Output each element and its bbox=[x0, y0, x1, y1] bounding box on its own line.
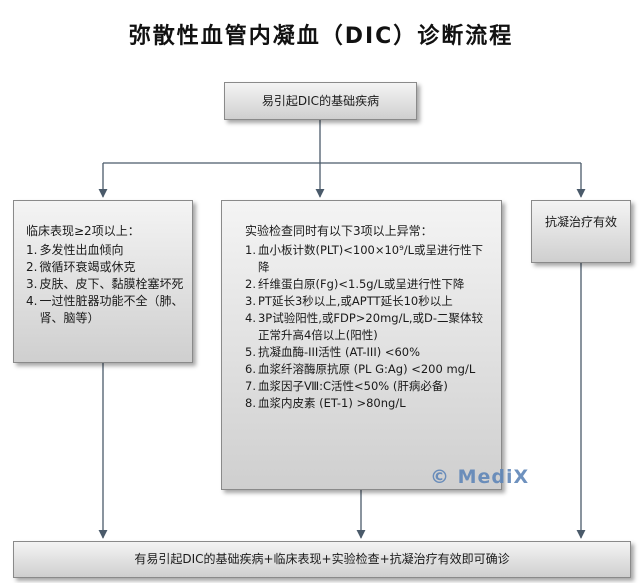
item-number: 5. bbox=[245, 345, 256, 359]
item-text: 微循环衰竭或休克 bbox=[39, 260, 136, 274]
clinical-heading: 临床表现≥2项以上： bbox=[26, 224, 140, 238]
list-item: 4.3P试验阳性,或FDP>20mg/L,或D-二聚体较正常升高4倍以上(阳性) bbox=[245, 310, 493, 344]
item-text: 皮肤、皮下、黏膜栓塞坏死 bbox=[39, 277, 184, 291]
box-diagnosis-confirmed: 有易引起DIC的基础疾病+临床表现+实验检查+抗凝治疗有效即可确诊 bbox=[13, 541, 631, 578]
item-number: 6. bbox=[245, 362, 256, 376]
list-item: 7.血浆因子Ⅷ:C活性<50% (肝病必备) bbox=[245, 378, 493, 395]
medix-watermark: © MediX bbox=[430, 466, 530, 488]
list-item: 3.PT延长3秒以上,或APTT延长10秒以上 bbox=[245, 293, 493, 310]
item-number: 3. bbox=[26, 277, 38, 291]
item-text: 多发性出血倾向 bbox=[39, 243, 124, 257]
list-item: 3.皮肤、皮下、黏膜栓塞坏死 bbox=[26, 276, 184, 293]
item-number: 8. bbox=[245, 396, 256, 410]
item-text: 血浆纤溶酶原抗原 (PL G:Ag) <200 mg/L bbox=[257, 362, 476, 376]
box-underlying-disease: 易引起DIC的基础疾病 bbox=[224, 82, 417, 120]
item-number: 3. bbox=[245, 294, 256, 308]
item-number: 1. bbox=[245, 243, 256, 257]
box-lab-tests: 实验检查同时有以下3项以上异常： 1.血小板计数(PLT)<100×10⁹/L或… bbox=[221, 200, 502, 490]
box-anticoagulant-effective-label: 抗凝治疗有效 bbox=[544, 215, 617, 229]
item-text: PT延长3秒以上,或APTT延长10秒以上 bbox=[257, 294, 453, 308]
list-item: 1.多发性出血倾向 bbox=[26, 242, 184, 259]
item-number: 7. bbox=[245, 379, 256, 393]
box-clinical-manifestations: 临床表现≥2项以上： 1.多发性出血倾向 2.微循环衰竭或休克 3.皮肤、皮下、… bbox=[13, 200, 193, 363]
item-number: 4. bbox=[26, 294, 38, 308]
list-item: 1.血小板计数(PLT)<100×10⁹/L或呈进行性下降 bbox=[245, 242, 493, 276]
list-item: 8.血浆内皮素 (ET-1) >80ng/L bbox=[245, 395, 493, 412]
page-title: 弥散性血管内凝血（DIC）诊断流程 bbox=[128, 24, 514, 49]
clinical-list: 1.多发性出血倾向 2.微循环衰竭或休克 3.皮肤、皮下、黏膜栓塞坏死 4.一过… bbox=[26, 242, 184, 327]
item-text: 血浆因子Ⅷ:C活性<50% (肝病必备) bbox=[257, 379, 448, 393]
item-text: 血小板计数(PLT)<100×10⁹/L或呈进行性下降 bbox=[257, 243, 483, 274]
item-number: 2. bbox=[245, 277, 256, 291]
box-diagnosis-confirmed-label: 有易引起DIC的基础疾病+临床表现+实验检查+抗凝治疗有效即可确诊 bbox=[134, 552, 510, 566]
item-number: 2. bbox=[26, 260, 38, 274]
lab-heading: 实验检查同时有以下3项以上异常： bbox=[245, 224, 433, 238]
list-item: 4.一过性脏器功能不全（肺、肾、脑等） bbox=[26, 293, 184, 327]
item-number: 4. bbox=[245, 311, 256, 325]
list-item: 5.抗凝血酶-III活性 (AT-III) <60% bbox=[245, 344, 493, 361]
item-text: 一过性脏器功能不全（肺、肾、脑等） bbox=[39, 294, 184, 325]
box-underlying-disease-label: 易引起DIC的基础疾病 bbox=[261, 94, 380, 108]
item-text: 纤维蛋白原(Fg)<1.5g/L或呈进行性下降 bbox=[257, 277, 465, 291]
item-text: 血浆内皮素 (ET-1) >80ng/L bbox=[257, 396, 406, 410]
item-text: 抗凝血酶-III活性 (AT-III) <60% bbox=[257, 345, 421, 359]
lab-list: 1.血小板计数(PLT)<100×10⁹/L或呈进行性下降 2.纤维蛋白原(Fg… bbox=[245, 242, 493, 412]
box-anticoagulant-effective: 抗凝治疗有效 bbox=[531, 200, 631, 263]
list-item: 6.血浆纤溶酶原抗原 (PL G:Ag) <200 mg/L bbox=[245, 361, 493, 378]
list-item: 2.纤维蛋白原(Fg)<1.5g/L或呈进行性下降 bbox=[245, 276, 493, 293]
item-text: 3P试验阳性,或FDP>20mg/L,或D-二聚体较正常升高4倍以上(阳性) bbox=[257, 311, 484, 342]
item-number: 1. bbox=[26, 243, 38, 257]
list-item: 2.微循环衰竭或休克 bbox=[26, 259, 184, 276]
